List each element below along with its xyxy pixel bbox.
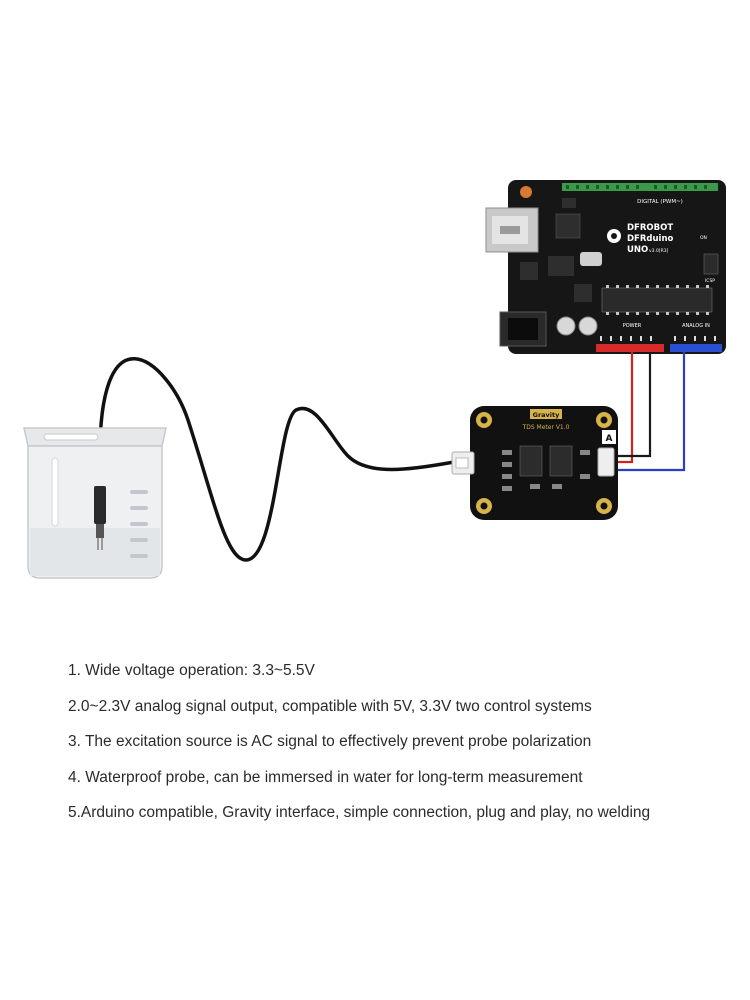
reset-button (520, 186, 532, 198)
board-version: v3.0[R3] (649, 248, 669, 254)
analog-label: ANALOG IN (682, 323, 710, 329)
wire-signal (608, 352, 686, 472)
board-model: UNO (627, 245, 648, 255)
tds-meter-module: Gravity TDS Meter V1.0 A (451, 406, 618, 520)
module-pin-label: A (606, 434, 613, 444)
digital-label: DIGITAL (PWM~) (637, 199, 683, 205)
analog-header (670, 344, 722, 352)
connection-wires (608, 352, 686, 472)
wire-gnd (608, 352, 652, 458)
microcontroller-chip (601, 287, 713, 313)
board-brand: DFROBOT (627, 223, 673, 233)
wiring-diagram: DIGITAL (PWM~) DFROBOT DFRduino UNO v3.0… (23, 180, 726, 579)
feature-item: 4. Waterproof probe, can be immersed in … (68, 768, 583, 786)
icsp-header (703, 253, 719, 275)
arduino-board: DIGITAL (PWM~) DFROBOT DFRduino UNO v3.0… (485, 180, 726, 354)
feature-list: 1. Wide voltage operation: 3.3~5.5V 2.0~… (68, 660, 738, 838)
module-name: TDS Meter V1.0 (522, 424, 570, 431)
gravity-connector (597, 447, 615, 477)
probe-cable (98, 357, 456, 562)
feature-item: 1. Wide voltage operation: 3.3~5.5V (68, 662, 315, 679)
power-header (596, 344, 664, 352)
power-jack (499, 311, 547, 347)
digital-header (562, 183, 718, 191)
gear-icon (607, 229, 621, 243)
on-label: ON (700, 235, 707, 241)
feature-item: 2.0~2.3V analog signal output, compatibl… (68, 697, 592, 715)
tds-probe (94, 486, 106, 550)
water-beaker (23, 427, 167, 579)
icsp-label: ICSP (705, 278, 715, 284)
board-name: DFRduino (627, 234, 674, 244)
feature-item: 3. The excitation source is AC signal to… (68, 733, 592, 750)
power-label: POWER (623, 323, 642, 329)
module-brand: Gravity (533, 411, 560, 419)
feature-item: 5.Arduino compatible, Gravity interface,… (68, 804, 651, 821)
